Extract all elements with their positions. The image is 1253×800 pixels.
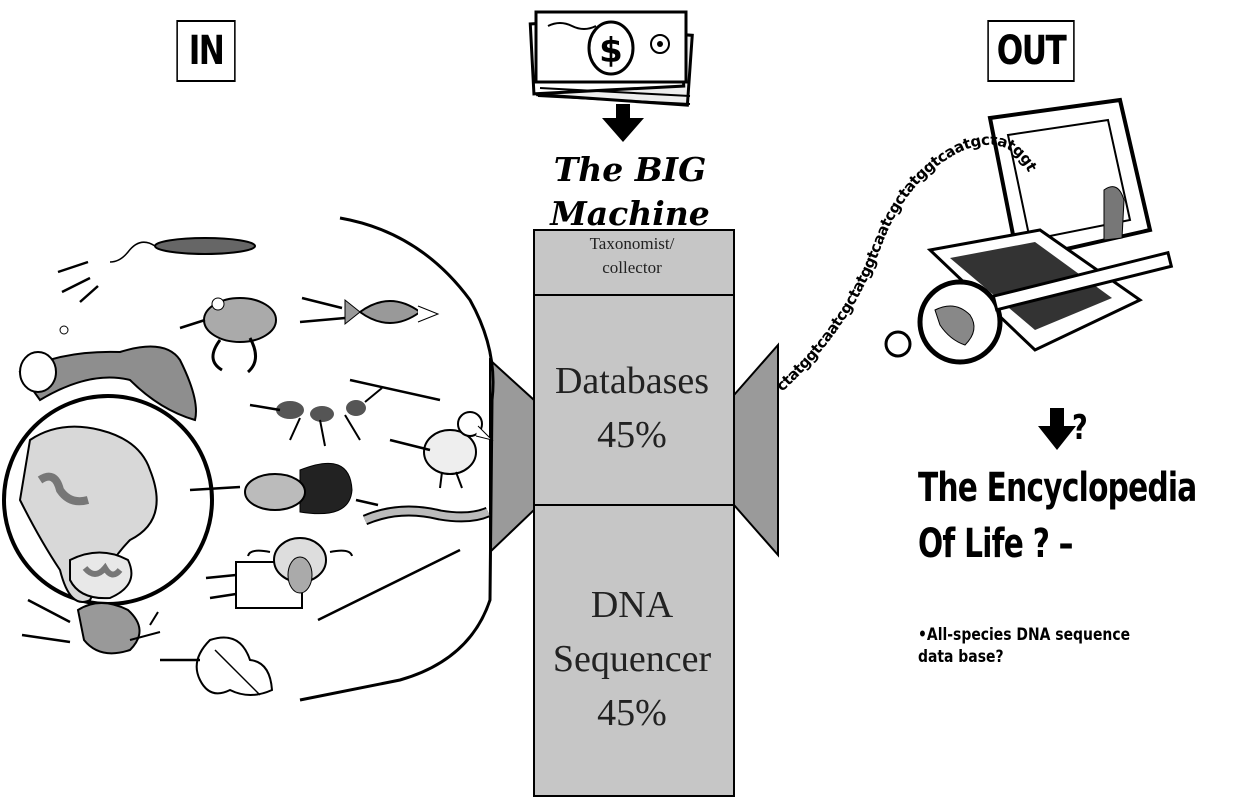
taxonomist-line1: Taxonomist/ [589, 234, 675, 253]
fish-icon [344, 298, 440, 326]
svg-text:$: $ [599, 31, 623, 71]
dna-sequencer-cell: DNA Sequencer 45% [534, 578, 730, 740]
in-label: IN [176, 20, 236, 82]
down-arrow-icon [602, 104, 644, 142]
computer-icon [884, 97, 1174, 365]
down-arrow-icon [1038, 408, 1076, 450]
motion-lines [21, 260, 461, 662]
machine-title: The BIG Machine [530, 148, 730, 236]
ant-icon [276, 387, 383, 447]
input-organisms-outline [299, 216, 495, 702]
globe-icon [2, 394, 214, 606]
machine-column [533, 229, 735, 797]
dna-sequencer-line2: Sequencer [552, 638, 712, 680]
question-mark: ? [1071, 408, 1088, 448]
taxonomist-line2: collector [602, 258, 662, 277]
databases-label: Databases [554, 360, 710, 402]
machine-title-line2: Machine [550, 194, 710, 233]
money-icon: $ [528, 10, 694, 107]
encyclopedia-title: The Encyclopedia Of Life ? – [918, 460, 1197, 572]
mushroom-icon [244, 462, 353, 515]
bacterium-icon [109, 237, 256, 263]
oak-leaf-icon [195, 636, 274, 696]
snail-icon [76, 602, 161, 655]
sheep-icon [235, 537, 353, 609]
dna-sequencer-line1: DNA [590, 584, 674, 626]
taxonomist-cell: Taxonomist/ collector [534, 232, 730, 280]
databases-percent: 45% [597, 414, 667, 456]
encyclopedia-line1: The Encyclopedia [918, 465, 1197, 511]
dna-sequencer-percent: 45% [597, 692, 667, 734]
frog-icon [203, 297, 277, 374]
database-bullet: •All-species DNA sequence data base? [918, 625, 1131, 667]
output-funnel [733, 342, 779, 558]
dodo-bird-icon [423, 411, 494, 489]
machine-title-line1: The BIG [553, 150, 707, 189]
person-hugging-globe-icon [18, 325, 197, 422]
encyclopedia-line2: Of Life ? – [918, 521, 1073, 567]
input-funnel [489, 357, 535, 555]
worm-icon [362, 505, 491, 526]
databases-cell: Databases 45% [534, 354, 730, 462]
dna-sequence-strand: ctatggtcaatcgctatggtcaatcgctatggtcaatgct… [0, 0, 1041, 395]
out-label: OUT [987, 20, 1075, 82]
